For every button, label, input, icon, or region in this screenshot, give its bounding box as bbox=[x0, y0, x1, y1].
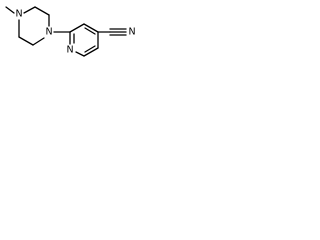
bond-piperazine-c-c-top bbox=[34, 6, 50, 16]
bond-pyridine-c5-c6 bbox=[83, 47, 99, 57]
bond-pyridine-c5-c6-inner bbox=[84, 45, 96, 53]
bond-methyl-n bbox=[5, 6, 15, 14]
bond-piperazine-n1-c bbox=[32, 37, 45, 46]
atom-label-n-pyridine: N bbox=[66, 45, 73, 56]
chemical-structure-diagram: N N N N bbox=[5, 6, 136, 57]
atom-label-n-aryl: N bbox=[45, 27, 52, 38]
bond-piperazine-c-c-bottom bbox=[18, 36, 34, 46]
bond-pyridine-c3-c4-inner bbox=[84, 27, 96, 35]
atom-label-n-nitrile: N bbox=[128, 27, 135, 38]
atom-label-n-methyl: N bbox=[15, 9, 22, 20]
bond-pyridine-c2-c3 bbox=[69, 23, 85, 33]
bond-pyridine-c6-n bbox=[75, 51, 85, 57]
bond-pyridine-c3-c4 bbox=[83, 23, 99, 33]
bond-piperazine-n4-c bbox=[23, 6, 36, 14]
